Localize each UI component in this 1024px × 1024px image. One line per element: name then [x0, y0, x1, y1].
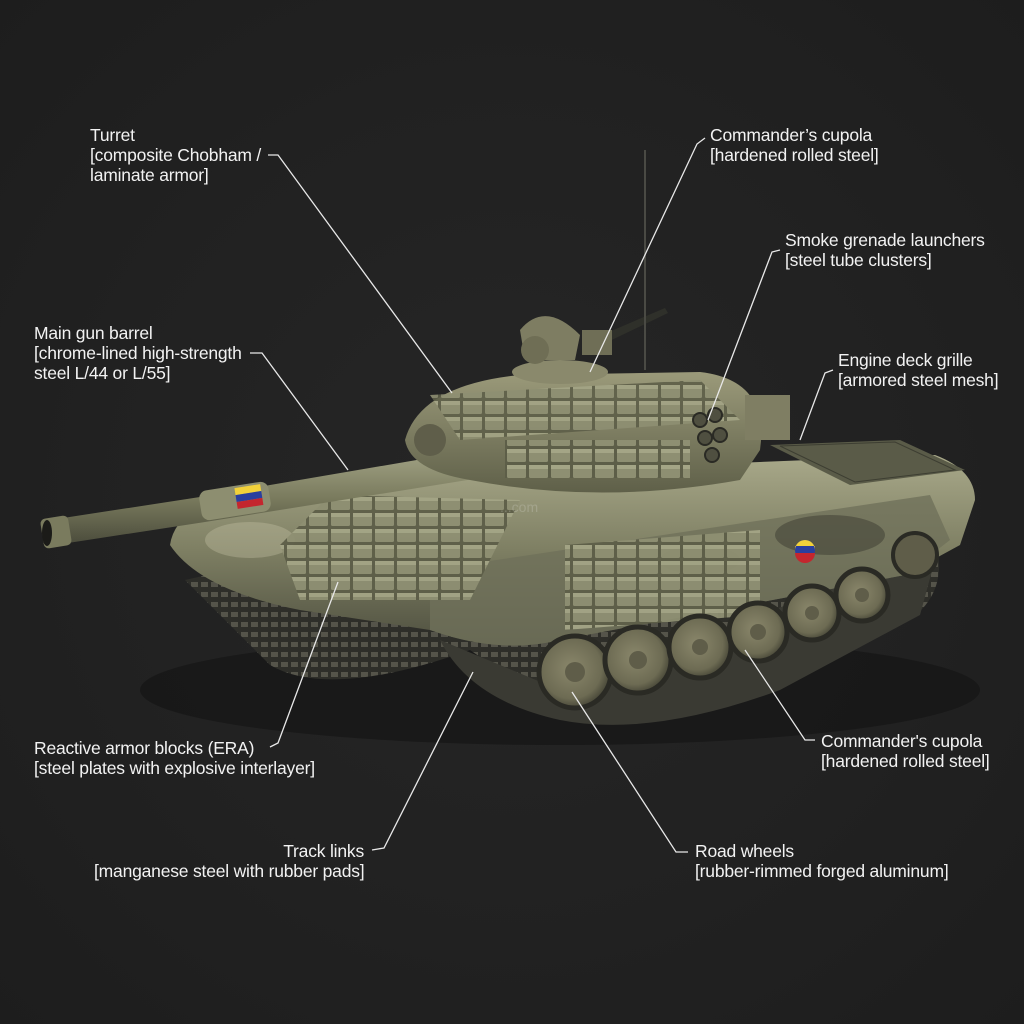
- label-era: Reactive armor blocks (ERA) [steel plate…: [34, 738, 315, 778]
- label-turret: Turret [composite Chobham / laminate arm…: [90, 125, 262, 185]
- leader-era: [269, 581, 339, 748]
- label-road-wheels: Road wheels [rubber-rimmed forged alumin…: [695, 841, 949, 881]
- leader-cupola-bottom: [744, 649, 815, 741]
- label-track-links: Track links [manganese steel with rubber…: [94, 841, 365, 881]
- label-main-gun: Main gun barrel [chrome-lined high-stren…: [34, 323, 242, 383]
- leader-smoke: [707, 249, 781, 421]
- smoke-launchers: [692, 407, 728, 463]
- watermark: ...com: [500, 499, 538, 515]
- label-smoke-launchers: Smoke grenade launchers [steel tube clus…: [785, 230, 985, 270]
- leader-wheels: [571, 691, 688, 853]
- label-commander-cupola-bottom: Commander's cupola [hardened rolled stee…: [821, 731, 990, 771]
- road-wheels: [536, 531, 939, 711]
- label-engine-grille: Engine deck grille [armored steel mesh]: [838, 350, 999, 390]
- main-gun-barrel: [40, 450, 480, 549]
- era-blocks-front: [280, 495, 760, 630]
- leader-turret: [268, 154, 453, 394]
- leader-cupola-top: [589, 137, 706, 373]
- leader-gun: [250, 352, 349, 471]
- leader-grille: [799, 369, 834, 441]
- turret: [405, 150, 790, 493]
- label-commander-cupola-top: Commander’s cupola [hardened rolled stee…: [710, 125, 879, 165]
- leader-track: [371, 671, 474, 851]
- flag-hull: [795, 540, 815, 563]
- leader-lines: [250, 137, 834, 853]
- flag-barrel: [234, 484, 264, 509]
